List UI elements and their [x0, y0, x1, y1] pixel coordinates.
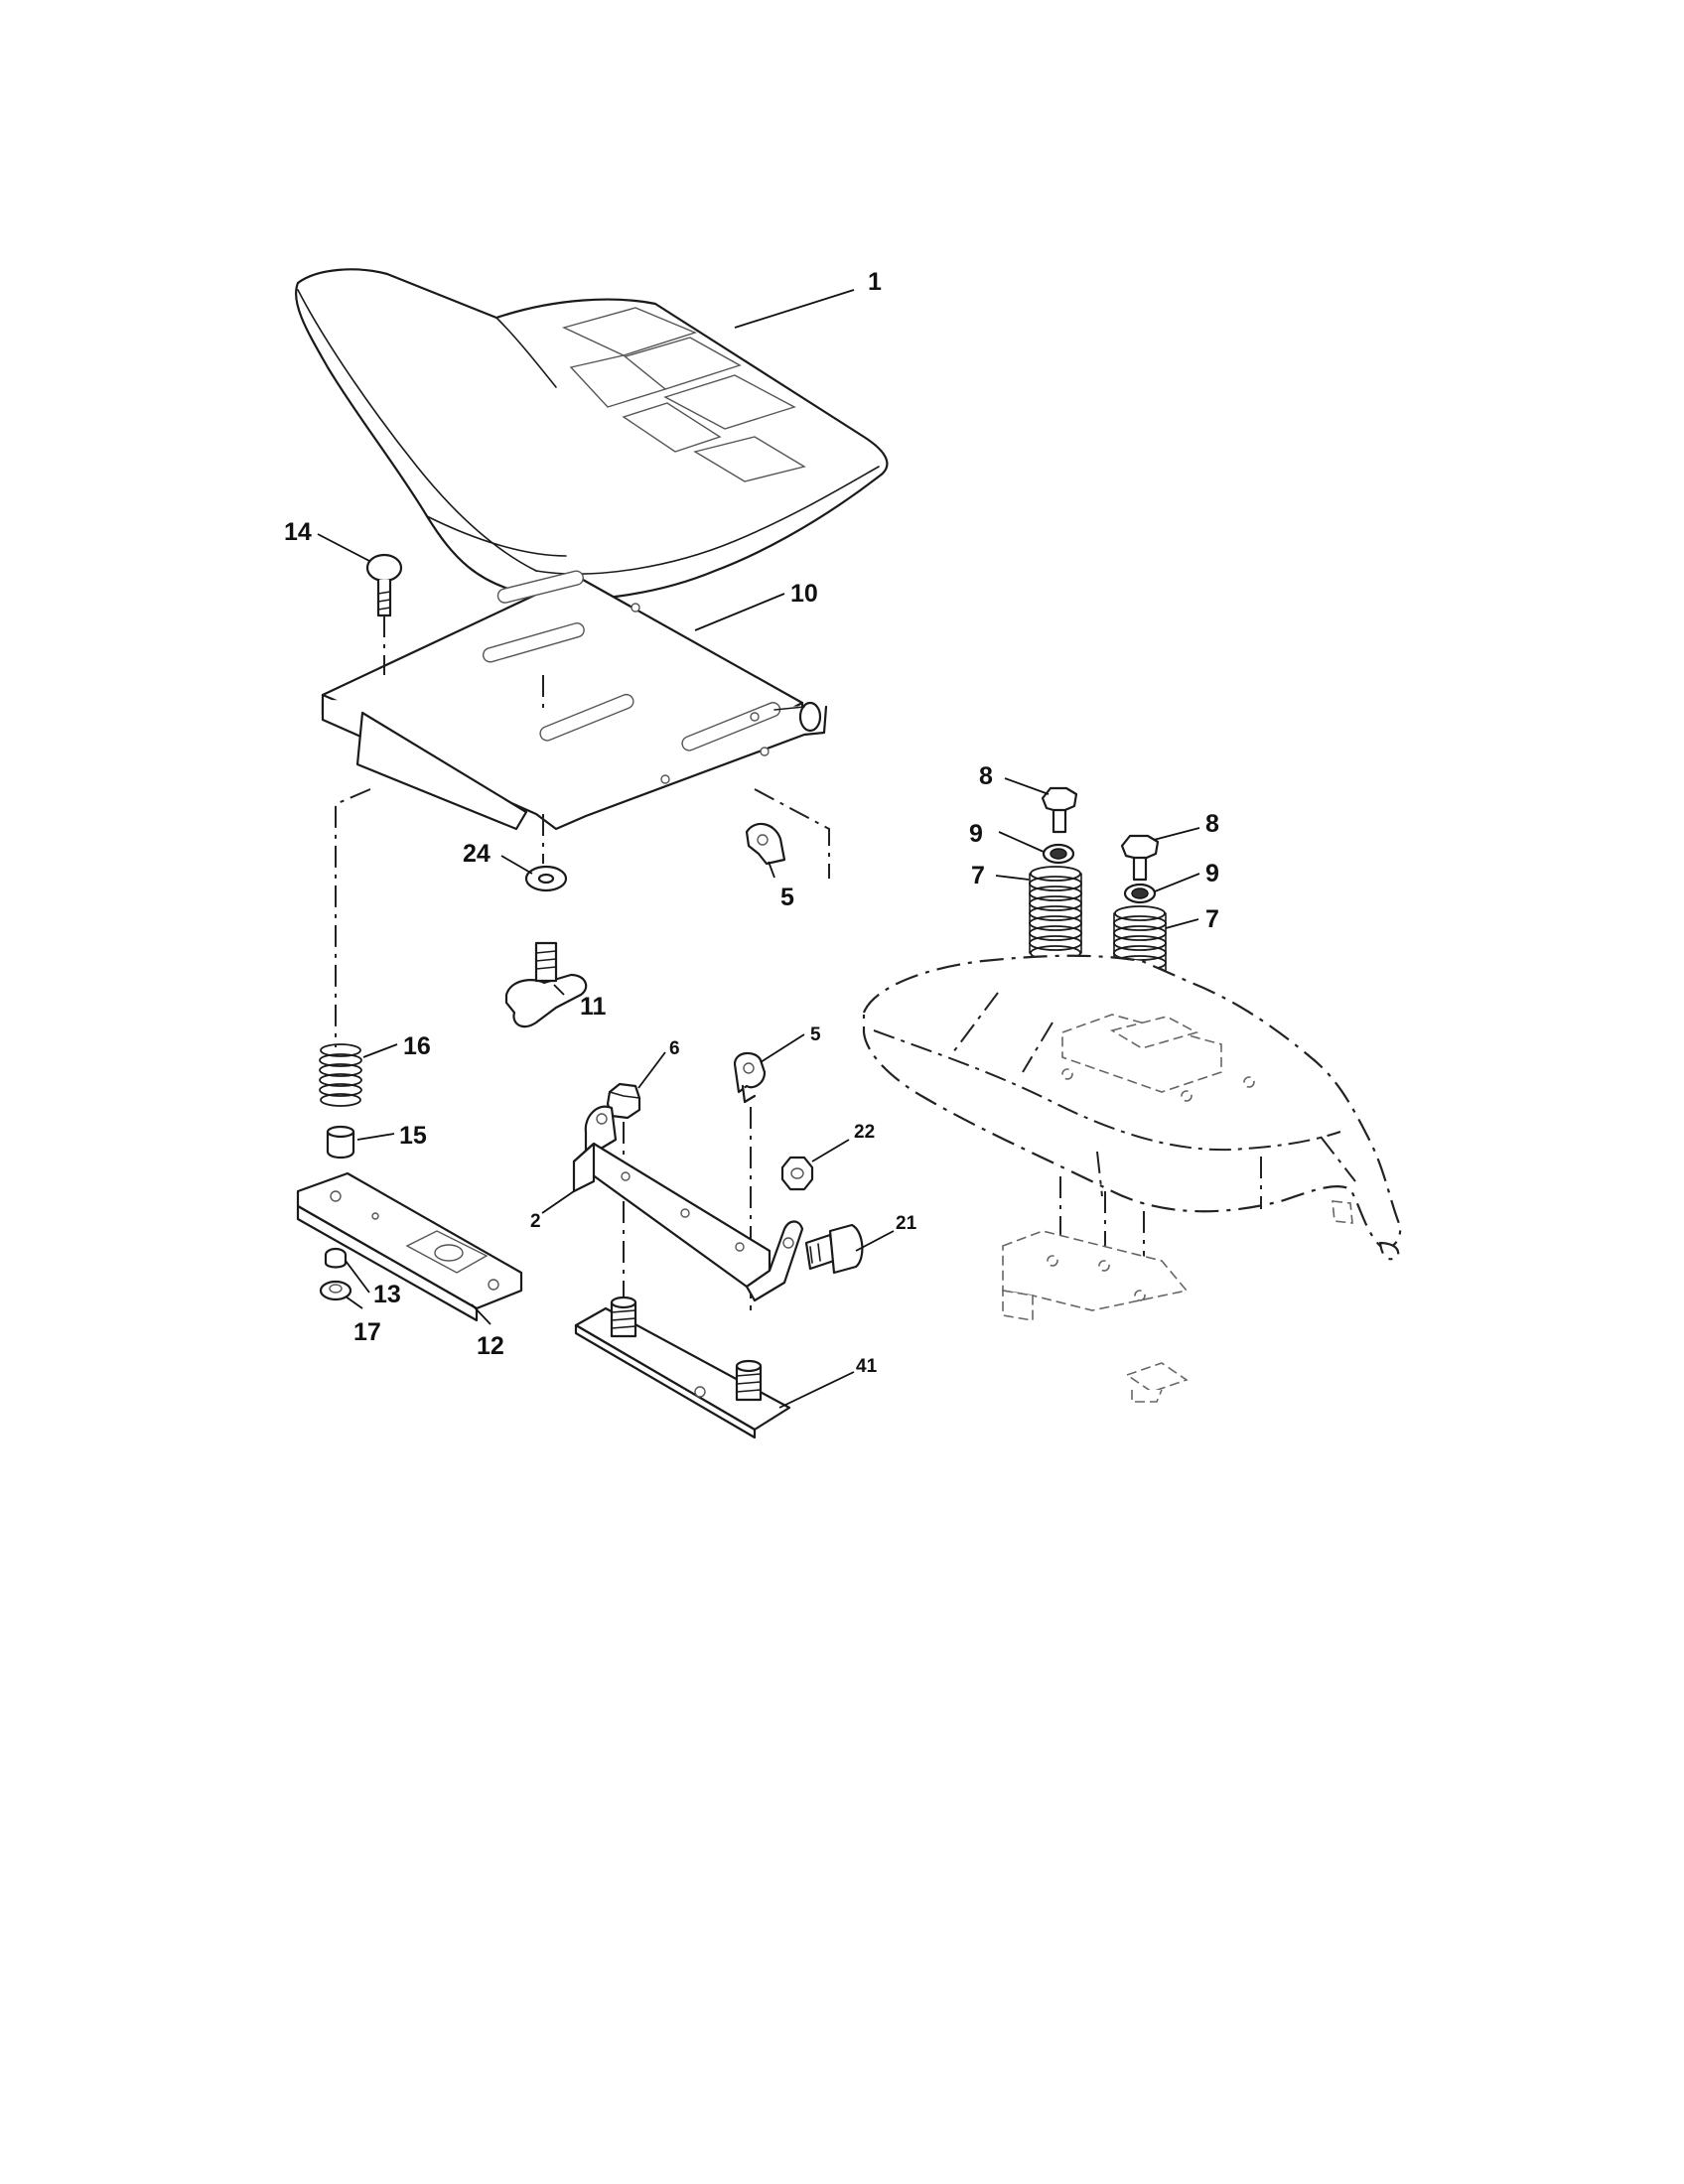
callout-6: 6 [669, 1038, 680, 1059]
callout-9-right: 9 [1205, 860, 1219, 887]
callout-9-left: 9 [969, 820, 983, 848]
shoulder-bolt [804, 1223, 864, 1275]
seat-cushion [295, 268, 889, 601]
callout-8-right: 8 [1205, 810, 1219, 838]
callout-5-upper: 5 [780, 884, 794, 911]
callout-labels: 1 14 10 24 5 11 16 15 13 17 12 6 5 22 2 … [284, 268, 1219, 1377]
callout-24: 24 [463, 840, 491, 868]
callout-41: 41 [856, 1356, 878, 1377]
base-plate [574, 1296, 791, 1439]
hex-bushing [324, 1247, 348, 1269]
callout-21: 21 [896, 1213, 917, 1234]
seat-pan [321, 570, 828, 831]
seat-bracket [572, 1105, 804, 1302]
lock-nut [780, 1156, 814, 1191]
callout-15: 15 [399, 1122, 427, 1150]
callout-7-right: 7 [1205, 905, 1219, 933]
callout-11: 11 [580, 993, 607, 1021]
washer-right [1123, 883, 1157, 904]
carriage-bolt [365, 553, 403, 617]
spacer-bushing [326, 1125, 355, 1160]
washer [524, 865, 568, 892]
washer-left [1042, 843, 1075, 865]
knob-right [1120, 834, 1160, 882]
callout-16: 16 [403, 1032, 431, 1060]
callout-10: 10 [790, 580, 818, 608]
seat-plate-clip-upper [745, 822, 786, 866]
small-compression-spring [319, 1043, 362, 1107]
knob-left [1041, 786, 1078, 834]
seat-plate-clip-lower [733, 1051, 767, 1104]
callout-1: 1 [868, 268, 882, 296]
callout-2: 2 [530, 1211, 541, 1232]
callout-12: 12 [477, 1332, 504, 1360]
callout-5-lower: 5 [810, 1024, 821, 1045]
adjustment-plate [296, 1171, 523, 1322]
fender-reference [862, 954, 1402, 1403]
adjustment-knob [504, 941, 588, 1028]
callout-22: 22 [854, 1122, 875, 1143]
flange-nut [319, 1280, 352, 1301]
callout-7-left: 7 [971, 862, 985, 889]
leader-lines [317, 289, 1200, 1409]
callout-8-left: 8 [979, 762, 993, 790]
large-spring-left [1029, 866, 1082, 961]
callout-13: 13 [373, 1281, 401, 1308]
callout-14: 14 [284, 518, 312, 546]
callout-17: 17 [353, 1318, 381, 1346]
